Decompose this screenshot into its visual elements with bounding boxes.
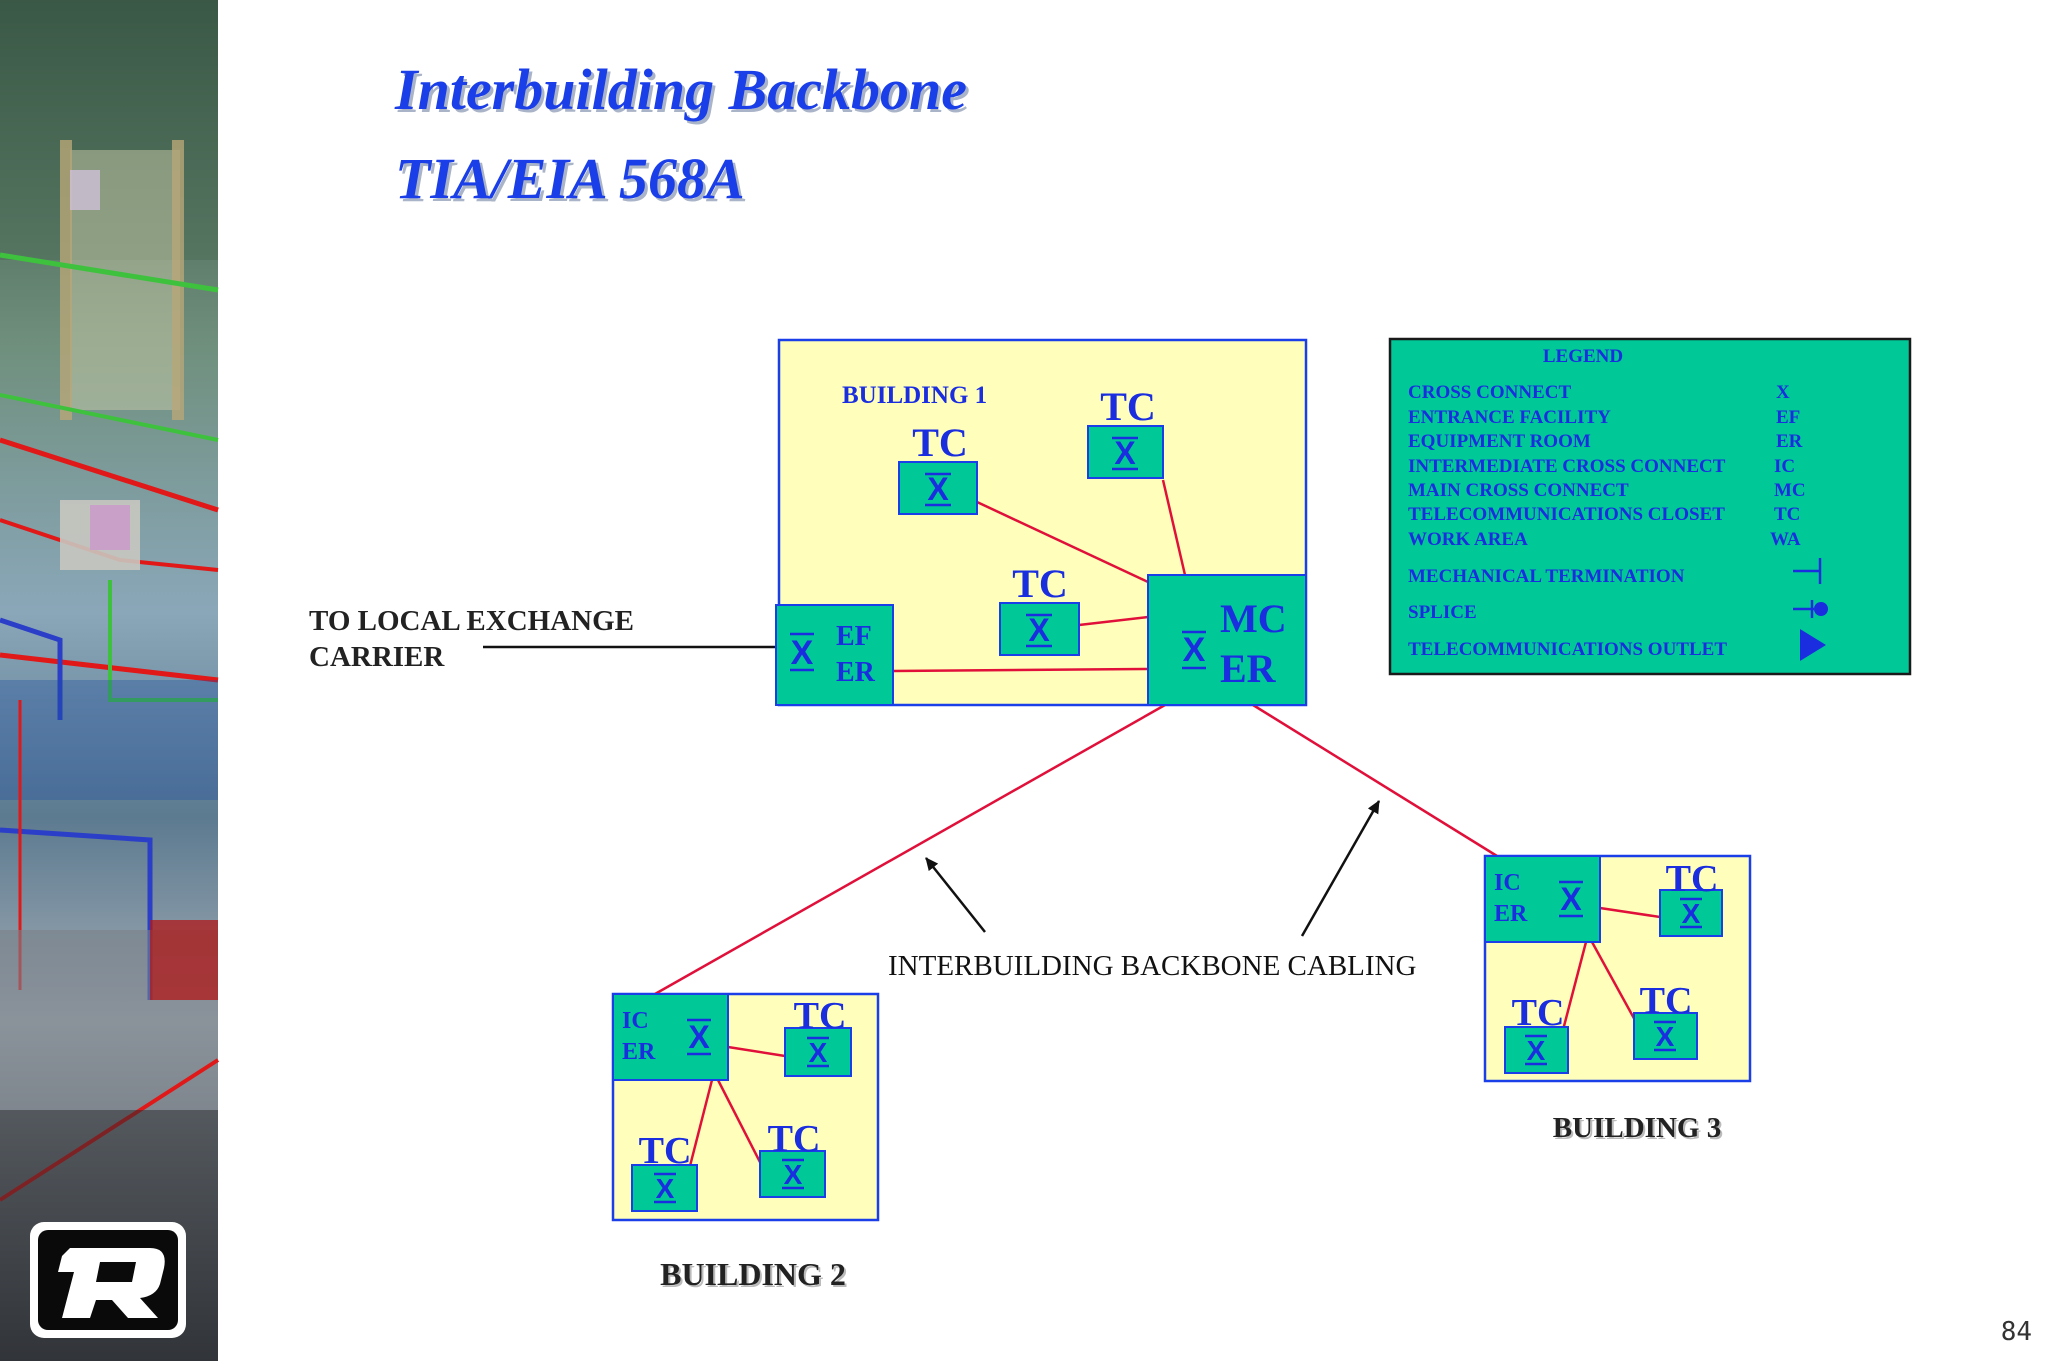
page-number: 84 <box>2000 1317 2032 1347</box>
backbone-arrow-right <box>1300 800 1381 937</box>
legend-abbr-main-cross-connect: MC <box>1774 480 1806 501</box>
cable-b2-ic-tc-right <box>727 1045 786 1058</box>
splice-icon <box>1793 600 1828 618</box>
building-1-label: BUILDING 1 <box>842 382 987 409</box>
title-line-2: TIA/EIA 568A <box>395 146 745 211</box>
title-line-1: Interbuilding Backbone <box>395 57 968 122</box>
legend-term-equipment-room: EQUIPMENT ROOM <box>1408 431 1591 452</box>
cross-connect-icon: X <box>784 1159 803 1190</box>
cross-connect-icon: X <box>688 1019 710 1055</box>
mc-er-label: ER <box>1220 646 1277 691</box>
legend-box: LEGEND CROSS CONNECT X ENTRANCE FACILITY… <box>1388 337 1912 676</box>
cable-b1-tc-right-mc <box>1161 479 1187 576</box>
b1-tc-top-right-box: X <box>1087 425 1164 479</box>
mc-label: MC <box>1220 596 1287 641</box>
cross-connect-icon: X <box>1527 1035 1546 1066</box>
cross-connect-icon: X <box>927 471 949 507</box>
b3-ic-er-box: IC ER X <box>1484 855 1601 943</box>
cable-ef-mc <box>892 667 1149 673</box>
b3-tc-bottom-right-label: TC <box>1640 980 1693 1022</box>
company-logo <box>30 1222 186 1338</box>
cross-connect-icon: X <box>809 1037 828 1068</box>
legend-term-splice: SPLICE <box>1408 602 1477 623</box>
cable-b2-ic-tc-br <box>716 1079 764 1167</box>
cross-connect-icon: X <box>656 1173 675 1204</box>
b2-tc-right-box: X <box>784 1027 852 1077</box>
outlet-triangle-icon <box>1800 629 1826 661</box>
backbone-cabling-label: INTERBUILDING BACKBONE CABLING <box>888 950 1416 982</box>
carrier-label-line1: TO LOCAL EXCHANGE <box>309 605 634 637</box>
legend-abbr-work-area: WA <box>1770 529 1801 550</box>
b2-tc-bottom-right-label: TC <box>768 1118 821 1160</box>
decorative-office-image <box>0 0 220 1361</box>
cable-b1-tc-mid-mc <box>1078 615 1149 627</box>
b2-ic-er-box: IC ER X <box>612 993 729 1081</box>
cable-backbone-b2 <box>654 703 1166 996</box>
cable-backbone-b3 <box>1252 703 1498 858</box>
cable-b3-ic-tc-bl <box>1561 941 1588 1031</box>
b3-tc-bottom-left-box: X <box>1504 1026 1569 1074</box>
b2-tc-bottom-left-label: TC <box>639 1130 692 1172</box>
legend-term-entrance-facility: ENTRANCE FACILITY <box>1408 407 1611 428</box>
b3-ic-label: IC <box>1494 870 1521 896</box>
legend-abbr-telecom-closet: TC <box>1774 504 1800 525</box>
b1-tc-middle-box: X <box>999 602 1080 656</box>
b3-tc-bottom-right-box: X <box>1633 1012 1698 1060</box>
b1-ef-er-box: X EF ER <box>775 604 894 706</box>
legend-term-cross-connect: CROSS CONNECT <box>1408 382 1571 403</box>
cables <box>654 479 1661 1167</box>
legend-term-mechanical-termination: MECHANICAL TERMINATION <box>1408 566 1685 587</box>
b1-mc-er-box: X MC ER <box>1147 574 1307 706</box>
legend-term-telecom-closet: TELECOMMUNICATIONS CLOSET <box>1408 504 1725 525</box>
legend-term-main-cross-connect: MAIN CROSS CONNECT <box>1408 480 1629 501</box>
b2-tc-bottom-right-box: X <box>759 1150 826 1198</box>
legend-term-work-area: WORK AREA <box>1408 529 1528 550</box>
cable-b2-ic-tc-bl <box>688 1079 714 1167</box>
cross-connect-icon: X <box>1183 631 1206 669</box>
b3-er-label: ER <box>1494 901 1528 927</box>
ef-label: EF <box>836 621 872 652</box>
cross-connect-icon: X <box>791 634 814 672</box>
b3-tc-right-box: X <box>1659 889 1723 937</box>
cross-connect-icon: X <box>1114 435 1136 471</box>
b1-tc-middle-label: TC <box>1012 561 1068 606</box>
legend-abbr-entrance-facility: EF <box>1776 407 1800 428</box>
cross-connect-icon: X <box>1560 881 1582 917</box>
cross-connect-icon: X <box>1682 898 1701 929</box>
b3-tc-bottom-left-label: TC <box>1512 992 1565 1034</box>
b2-ic-label: IC <box>622 1008 649 1034</box>
b1-tc-top-left-box: X <box>898 461 978 515</box>
legend-abbr-intermediate-cross-connect: IC <box>1774 456 1795 477</box>
carrier-label-line2: CARRIER <box>309 641 445 673</box>
legend-title: LEGEND <box>1543 346 1623 367</box>
cross-connect-icon: X <box>1028 612 1050 648</box>
b2-tc-right-label: TC <box>794 995 847 1037</box>
legend-abbr-cross-connect: X <box>1776 382 1790 403</box>
building-3-label: BUILDING 3 <box>1553 1112 1721 1144</box>
cross-connect-icon: X <box>1656 1021 1675 1052</box>
building-2-label: BUILDING 2 <box>660 1256 846 1292</box>
b2-tc-bottom-left-box: X <box>631 1164 698 1212</box>
backbone-arrow-left <box>925 857 986 933</box>
b1-tc-top-left-label: TC <box>912 420 968 465</box>
legend-abbr-equipment-room: ER <box>1776 431 1803 452</box>
b2-er-label: ER <box>622 1039 656 1065</box>
mechanical-termination-icon <box>1793 558 1822 584</box>
ef-er-label: ER <box>836 657 876 688</box>
cable-b3-ic-tc-right <box>1599 906 1661 919</box>
b1-tc-top-right-label: TC <box>1100 384 1156 429</box>
cable-b1-tc-left-mc <box>976 500 1149 584</box>
cable-b3-ic-tc-br <box>1590 941 1638 1023</box>
legend-term-telecom-outlet: TELECOMMUNICATIONS OUTLET <box>1408 639 1727 660</box>
legend-term-intermediate-cross-connect: INTERMEDIATE CROSS CONNECT <box>1408 456 1726 477</box>
b3-tc-right-label: TC <box>1666 858 1719 900</box>
